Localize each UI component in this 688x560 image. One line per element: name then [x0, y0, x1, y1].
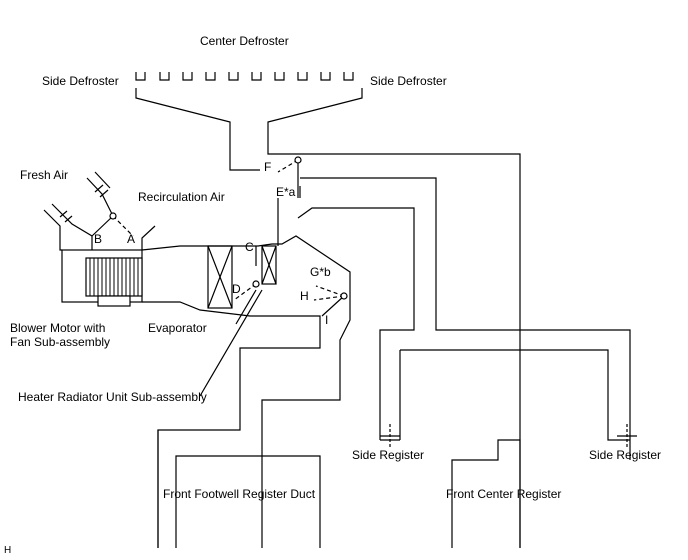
damper-letter-a: A [127, 232, 136, 246]
side-register-marker-right [617, 424, 637, 448]
air-inlets [43, 171, 156, 251]
damper-h-line [313, 295, 345, 301]
damper-d-line [233, 283, 257, 301]
recirculation-air-label: Recirculation Air [138, 190, 225, 204]
footwell-duct [157, 430, 321, 548]
blower-fan [85, 257, 143, 307]
side-defroster-left-label: Side Defroster [42, 74, 119, 88]
damper-letter-i: I [325, 313, 329, 327]
front-center-duct [451, 439, 521, 548]
damper-a-line [112, 215, 134, 237]
evaporator-leader [235, 289, 257, 325]
damper-letter-e: E*a [276, 185, 296, 199]
center-defroster-label: Center Defroster [200, 34, 289, 48]
side-register-left-label: Side Register [352, 448, 425, 462]
side-register-duct [297, 207, 630, 441]
damper-f-pivot [294, 156, 302, 164]
damper-f-line [277, 159, 299, 173]
corner-code: H [4, 545, 12, 556]
side-register-marker-left [380, 424, 400, 448]
front-footwell-label: Front Footwell Register Duct [163, 487, 316, 501]
fresh-air-label: Fresh Air [20, 168, 69, 182]
damper-ghi-pivot [340, 292, 348, 300]
front-center-label: Front Center Register [446, 487, 562, 501]
damper-letter-f: F [264, 160, 272, 174]
defroster-duct [135, 88, 521, 548]
side-register-right-label: Side Register [589, 448, 662, 462]
damper-d-pivot [252, 280, 260, 288]
damper-a-pivot [109, 212, 117, 220]
blower-motor-label: Blower Motor with [10, 321, 106, 335]
side-defroster-right-label: Side Defroster [370, 74, 447, 88]
damper-letter-h: H [300, 289, 309, 303]
heater-core [255, 245, 277, 285]
damper-g-line [315, 285, 345, 297]
damper-i-line [321, 295, 345, 317]
blower-motor-label-line2: Fan Sub-assembly [10, 335, 111, 349]
defroster-outlets [135, 72, 354, 81]
heater-radiator-label: Heater Radiator Unit Sub-assembly [18, 390, 207, 404]
damper-letter-c: C [245, 240, 254, 254]
heater-leader [199, 289, 263, 397]
evaporator-core [207, 245, 233, 309]
damper-letter-g: G*b [310, 265, 331, 279]
damper-letter-b: B [94, 232, 103, 246]
center-ducts [277, 160, 631, 460]
evaporator-label: Evaporator [148, 321, 207, 335]
damper-letter-d: D [232, 282, 241, 296]
